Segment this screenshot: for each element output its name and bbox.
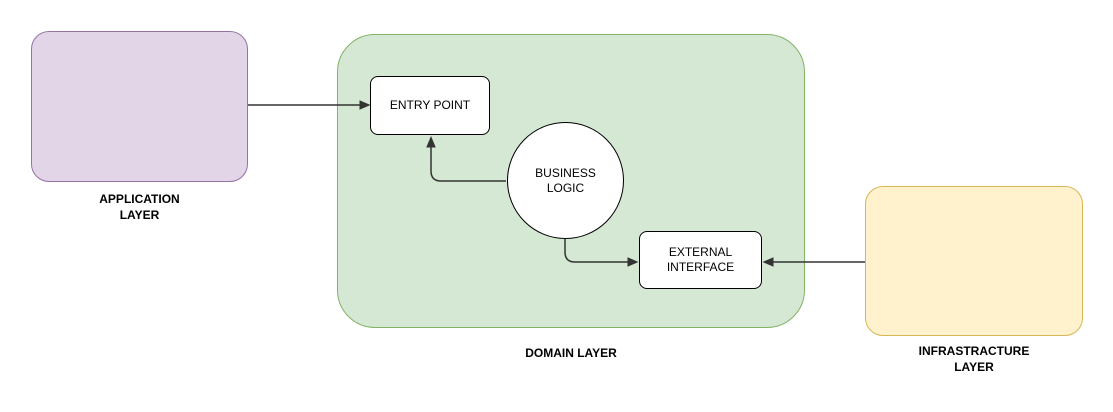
external-interface-node[interactable]: EXTERNAL INTERFACE (639, 231, 762, 289)
infrastructure-layer-box[interactable] (865, 186, 1083, 336)
business-logic-label: BUSINESS LOGIC (535, 165, 596, 195)
domain-layer-label: DOMAIN LAYER (525, 346, 617, 360)
external-interface-label: EXTERNAL INTERFACE (666, 245, 735, 274)
entry-point-node[interactable]: ENTRY POINT (370, 76, 490, 135)
entry-point-label: ENTRY POINT (389, 98, 471, 112)
application-layer-box[interactable] (31, 31, 248, 182)
application-layer-label: APPLICATION LAYER (99, 192, 180, 222)
infrastructure-layer-label: INFRASTRACTURE LAYER (918, 344, 1030, 374)
business-logic-node[interactable]: BUSINESS LOGIC (507, 122, 624, 239)
